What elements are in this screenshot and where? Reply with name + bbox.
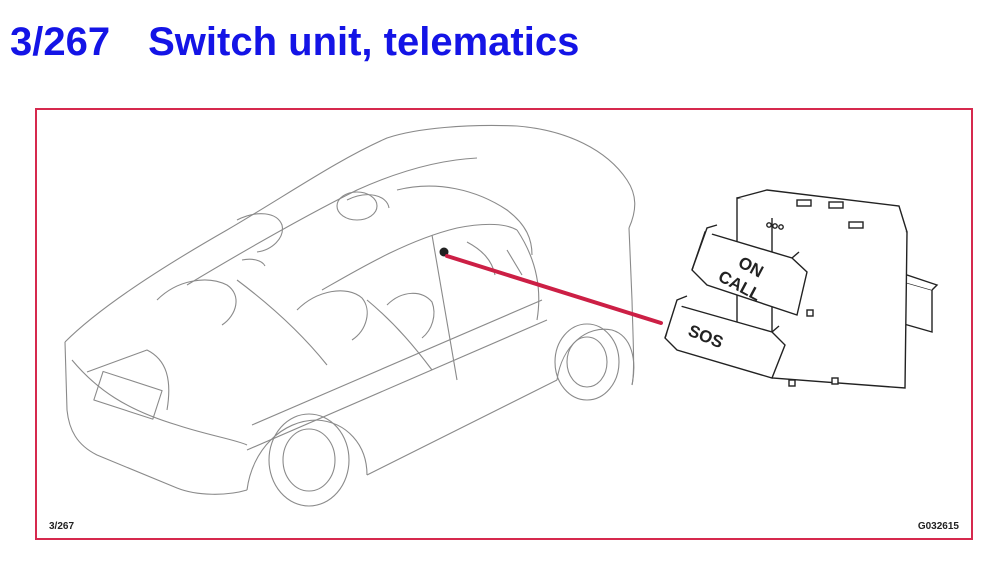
caption-figure-number: 3/267 [49,521,75,532]
car-outline [64,124,636,507]
pointer-line [445,254,663,325]
title-number: 3/267 [10,20,111,64]
page-title: 3/267 Switch unit, telematics [10,18,579,66]
diagram-frame: ON CALL SOS 3/267 G032615 [35,108,973,540]
sos-button [664,295,786,379]
title-text: Switch unit, telematics [148,20,580,64]
illustration: ON CALL SOS [64,124,939,507]
caption-graphic-id: G032615 [917,521,959,532]
on-call-button [691,224,808,316]
switch-unit [664,189,939,389]
